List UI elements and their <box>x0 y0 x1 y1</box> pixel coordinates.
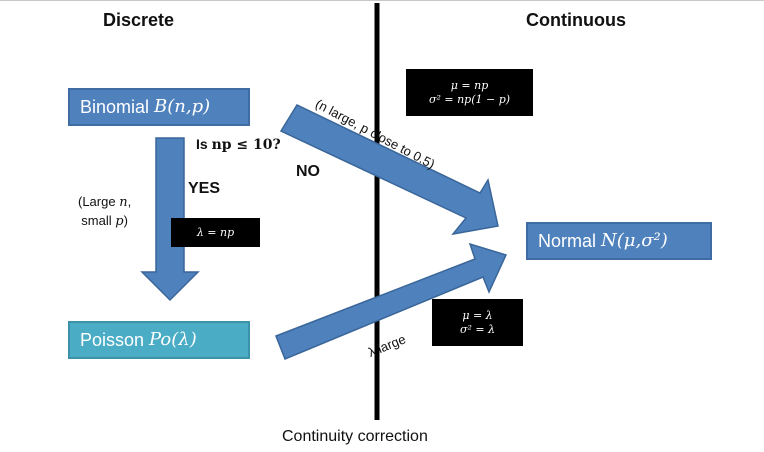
normal-name: Normal <box>538 231 597 251</box>
binomial-box: Binomial B(n,p) <box>68 88 250 126</box>
normal-symbol: N(μ,σ²) <box>601 230 668 251</box>
large-n-small-p-label: (Large n, small p) <box>78 193 131 231</box>
normal-box: Normal N(μ,σ²) <box>526 222 712 260</box>
small-p-suffix: ) <box>123 213 128 229</box>
small-p-math: p <box>115 214 124 230</box>
question-math: np ≤ 10? <box>211 137 281 153</box>
poisson-normal-mean: μ = λ <box>462 308 493 322</box>
binomial-symbol: B(n,p) <box>154 96 211 117</box>
large-n-line: (Large n, <box>78 193 131 212</box>
poisson-symbol: Po(λ) <box>149 329 197 350</box>
binomial-name: Binomial <box>80 97 150 117</box>
poisson-normal-variance: σ² = λ <box>459 322 496 336</box>
poisson-normal-formula-box: μ = λ σ² = λ <box>432 299 523 346</box>
poisson-name: Poisson <box>80 330 145 350</box>
small-p-prefix: small <box>81 213 116 229</box>
binomial-to-poisson-arrow <box>140 137 200 302</box>
binomial-poisson-lambda: λ = np <box>196 225 235 239</box>
discrete-heading: Discrete <box>103 10 175 30</box>
large-n-suffix: , <box>127 194 132 209</box>
question-prefix: Is <box>196 136 212 152</box>
continuous-heading: Continuous <box>526 10 626 30</box>
binomial-to-normal-arrow <box>279 104 499 236</box>
no-label: NO <box>296 163 320 180</box>
poisson-to-normal-arrow <box>275 242 508 360</box>
large-n-prefix: (Large <box>78 194 120 209</box>
continuity-correction-label: Continuity correction <box>282 428 428 445</box>
top-rule <box>0 0 764 1</box>
yes-label: YES <box>188 180 221 197</box>
np-condition-question: Is np ≤ 10? <box>196 136 281 153</box>
small-p-line: small p) <box>78 212 131 231</box>
binomial-poisson-formula-box: λ = np <box>171 218 260 247</box>
binomial-normal-formula-box: μ = np σ² = np(1 − p) <box>406 69 533 116</box>
large-n-math: n <box>119 195 128 210</box>
binomial-normal-variance: σ² = np(1 − p) <box>428 92 511 106</box>
poisson-box: Poisson Po(λ) <box>68 321 250 359</box>
binomial-normal-mean: μ = np <box>450 78 489 92</box>
